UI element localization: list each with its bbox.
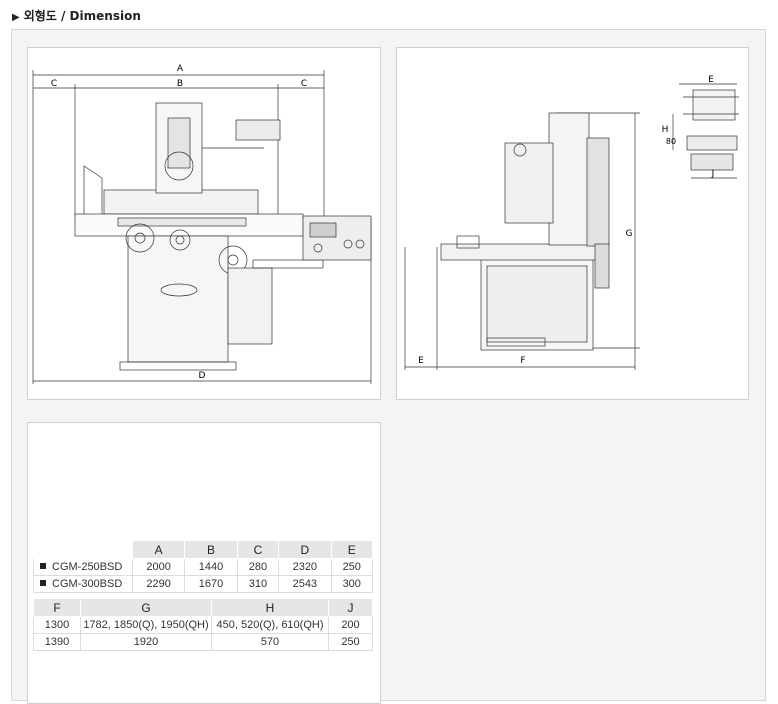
table1-header-c: C <box>236 540 280 559</box>
cell-b: 1670 <box>184 575 238 593</box>
model-cell: CGM-300BSD <box>33 575 133 593</box>
table1-header-b: B <box>184 540 238 559</box>
dim-label-a: A <box>177 64 184 74</box>
cell-h: 450, 520(Q), 610(QH) <box>211 616 329 634</box>
triangle-bullet-icon: ▶ <box>12 12 20 23</box>
cell-f: 1390 <box>33 633 81 651</box>
cell-h: 570 <box>211 633 329 651</box>
table2-header-j: J <box>328 598 373 617</box>
cell-g: 1782, 1850(Q), 1950(QH) <box>80 616 212 634</box>
table1-header-row: A B C D E <box>33 540 373 559</box>
table-row: 1390 1920 570 250 <box>33 633 373 651</box>
dim-label-e-top: E <box>708 75 714 85</box>
spec-table-2: F G H J 1300 1782, 1850(Q), 1950(QH) 450… <box>33 598 373 651</box>
table-row: CGM-300BSD 2290 1670 310 2543 300 <box>33 575 373 593</box>
table1-header-e: E <box>330 540 373 559</box>
side-view-panel: E F G E H 80 J <box>396 47 749 400</box>
table-row: 1300 1782, 1850(Q), 1950(QH) 450, 520(Q)… <box>33 616 373 634</box>
cell-j: 200 <box>328 616 373 634</box>
cell-d: 2543 <box>278 575 332 593</box>
section-title: 외형도 / Dimension <box>23 9 141 23</box>
cell-a: 2290 <box>131 575 186 593</box>
table-row: CGM-250BSD 2000 1440 280 2320 250 <box>33 558 373 576</box>
dim-label-b: B <box>177 79 183 89</box>
cell-f: 1300 <box>33 616 81 634</box>
side-view-drawing: E F G E H 80 J <box>404 75 739 370</box>
cell-e: 250 <box>330 558 373 576</box>
dim-label-f: F <box>520 356 525 366</box>
dim-label-d: D <box>199 371 206 381</box>
front-view-panel: A B C C D <box>27 47 381 400</box>
table1-header-d: D <box>278 540 332 559</box>
table2-header-f: F <box>33 598 81 617</box>
front-view-drawing: A B C C D <box>32 64 372 384</box>
table2-header-row: F G H J <box>33 598 373 617</box>
dim-label-c-right: C <box>301 79 307 89</box>
section-heading: ▶외형도 / Dimension <box>12 7 141 24</box>
cell-d: 2320 <box>278 558 332 576</box>
table1-header-a: A <box>131 540 186 559</box>
table1-header-empty <box>33 540 133 559</box>
cell-c: 280 <box>236 558 280 576</box>
cell-e: 300 <box>330 575 373 593</box>
dim-label-g: G <box>626 229 633 239</box>
dim-label-c-left: C <box>51 79 57 89</box>
dim-label-80: 80 <box>666 137 676 146</box>
square-bullet-icon <box>40 563 46 569</box>
dim-label-e: E <box>418 356 424 366</box>
table2-header-g: G <box>80 598 212 617</box>
square-bullet-icon <box>40 580 46 586</box>
cell-b: 1440 <box>184 558 238 576</box>
cell-a: 2000 <box>131 558 186 576</box>
model-cell: CGM-250BSD <box>33 558 133 576</box>
cell-j: 250 <box>328 633 373 651</box>
spec-table-1: A B C D E CGM-250BSD 2000 1440 280 2320 … <box>33 540 373 593</box>
dim-label-j: J <box>711 169 715 179</box>
cell-c: 310 <box>236 575 280 593</box>
table2-header-h: H <box>211 598 329 617</box>
dim-label-h: H <box>662 125 669 135</box>
cell-g: 1920 <box>80 633 212 651</box>
